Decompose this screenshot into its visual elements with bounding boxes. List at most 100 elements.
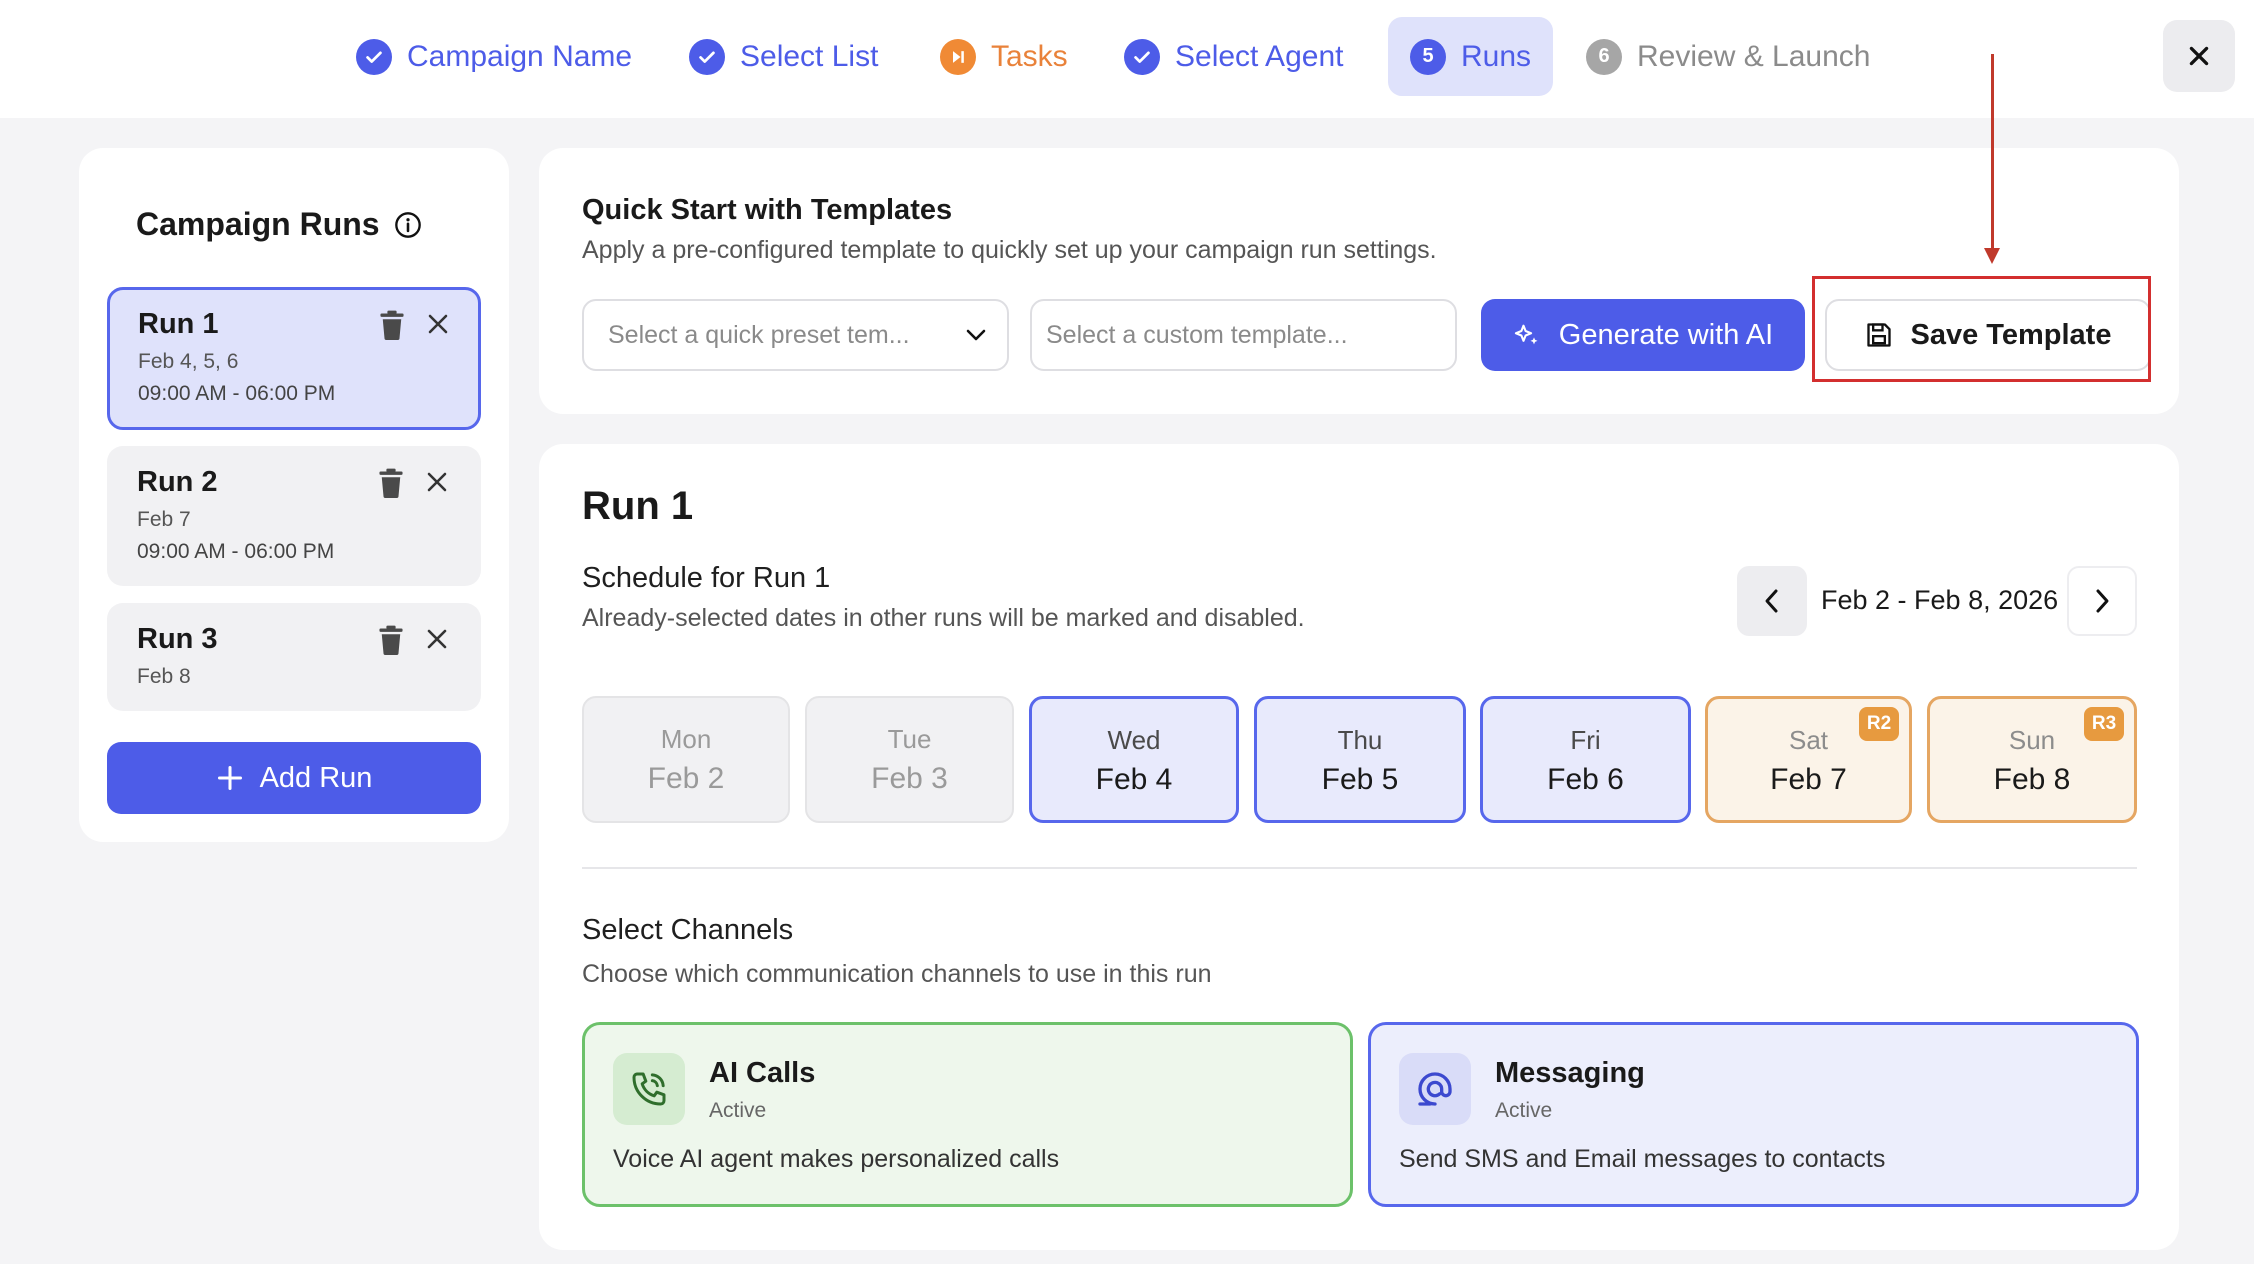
- chevron-down-icon: [966, 329, 986, 341]
- run-time: 09:00 AM - 06:00 PM: [137, 540, 335, 563]
- day-wed[interactable]: Wed Feb 4: [1029, 696, 1239, 823]
- day-date: Feb 8: [1993, 763, 2071, 796]
- day-date: Feb 4: [1095, 763, 1173, 796]
- day-name: Fri: [1570, 725, 1601, 755]
- day-date: Feb 5: [1321, 763, 1399, 796]
- add-run-button[interactable]: Add Run: [107, 742, 481, 814]
- step-select-list[interactable]: Select List: [689, 17, 878, 96]
- save-template-label: Save Template: [1910, 318, 2112, 351]
- close-icon[interactable]: [426, 312, 450, 336]
- panel-title-text: Campaign Runs: [136, 206, 380, 242]
- channel-ai-calls[interactable]: AI Calls Active Voice AI agent makes per…: [582, 1022, 1353, 1207]
- run-dates: Feb 8: [137, 665, 191, 688]
- day-sat: Sat Feb 7 R2: [1705, 696, 1912, 823]
- check-icon: [1124, 38, 1160, 75]
- channel-status: Active: [1495, 1099, 1553, 1122]
- schedule-subtitle: Already-selected dates in other runs wil…: [582, 604, 1305, 632]
- day-date: Feb 3: [871, 762, 948, 795]
- info-icon[interactable]: [394, 211, 422, 239]
- campaign-runs-panel: Campaign Runs Run 1 Feb 4, 5, 6 09:00 AM…: [79, 148, 509, 842]
- phone-call-icon: [613, 1053, 685, 1125]
- step-label: Select List: [740, 39, 879, 73]
- step-campaign-name[interactable]: Campaign Name: [356, 17, 632, 96]
- channel-status: Active: [709, 1099, 767, 1122]
- preset-template-placeholder: Select a quick preset tem...: [608, 320, 910, 349]
- check-icon: [689, 38, 725, 75]
- check-icon: [356, 38, 392, 75]
- step-runs[interactable]: 5 Runs: [1388, 17, 1554, 96]
- generate-with-ai-button[interactable]: Generate with AI: [1481, 299, 1805, 371]
- step-label: Runs: [1461, 39, 1532, 73]
- quick-start-templates-card: Quick Start with Templates Apply a pre-c…: [539, 148, 2179, 414]
- close-button[interactable]: [2163, 20, 2235, 92]
- step-label: Tasks: [991, 39, 1068, 73]
- run-dates: Feb 7: [137, 508, 191, 531]
- trash-icon[interactable]: [377, 625, 405, 655]
- channels-subtitle: Choose which communication channels to u…: [582, 960, 1212, 988]
- step-label: Review & Launch: [1637, 39, 1871, 73]
- step-select-agent[interactable]: Select Agent: [1124, 17, 1343, 96]
- floppy-disk-icon: [1866, 323, 1891, 347]
- channel-description: Voice AI agent makes personalized calls: [613, 1145, 1060, 1173]
- day-date: Feb 2: [647, 762, 725, 795]
- day-sun: Sun Feb 8 R3: [1927, 696, 2137, 823]
- run-title: Run 1: [582, 484, 694, 528]
- sparkle-icon: [1514, 324, 1538, 345]
- day-name: Mon: [660, 724, 712, 754]
- week-range: Feb 2 - Feb 8, 2026: [1821, 585, 2059, 615]
- close-icon[interactable]: [425, 470, 449, 494]
- run-card-3[interactable]: Run 3 Feb 8: [107, 603, 481, 711]
- channel-messaging[interactable]: Messaging Active Send SMS and Email mess…: [1368, 1022, 2139, 1207]
- day-fri[interactable]: Fri Feb 6: [1480, 696, 1691, 823]
- day-name: Thu: [1337, 725, 1383, 755]
- annotation-arrow-head: [1984, 248, 2000, 264]
- step-number: 5: [1410, 38, 1446, 75]
- run-dates: Feb 4, 5, 6: [138, 350, 239, 373]
- previous-week-button[interactable]: [1737, 566, 1807, 636]
- day-date: Feb 7: [1770, 763, 1847, 796]
- custom-template-placeholder: Select a custom template...: [1046, 320, 1348, 349]
- day-tue: Tue Feb 3: [805, 696, 1014, 823]
- channel-name: AI Calls: [709, 1057, 816, 1089]
- close-icon: [2189, 46, 2209, 66]
- annotation-arrow-line: [1991, 54, 1994, 254]
- channel-description: Send SMS and Email messages to contacts: [1399, 1145, 1886, 1173]
- annotation-highlight-box: [1812, 276, 2151, 382]
- step-label: Select Agent: [1175, 39, 1344, 73]
- run-card-1[interactable]: Run 1 Feb 4, 5, 6 09:00 AM - 06:00 PM: [107, 287, 481, 430]
- custom-template-select[interactable]: Select a custom template...: [1030, 299, 1457, 371]
- trash-icon[interactable]: [378, 310, 406, 340]
- skip-forward-icon: [940, 38, 976, 75]
- day-mon: Mon Feb 2: [582, 696, 790, 823]
- chevron-right-icon: [2096, 589, 2109, 613]
- at-sign-icon: [1399, 1053, 1471, 1125]
- divider: [582, 867, 2137, 869]
- run-name: Run 2: [137, 466, 218, 498]
- preset-template-select[interactable]: Select a quick preset tem...: [582, 299, 1009, 371]
- channels-title: Select Channels: [582, 914, 794, 946]
- run-name: Run 3: [137, 623, 218, 655]
- day-name: Sat: [1788, 725, 1829, 755]
- run-badge: R3: [2084, 707, 2124, 741]
- next-week-button[interactable]: [2067, 566, 2137, 636]
- templates-subtitle: Apply a pre-configured template to quick…: [582, 236, 1437, 264]
- run-detail-panel: Run 1 Schedule for Run 1 Already-selecte…: [539, 444, 2179, 1250]
- run-name: Run 1: [138, 308, 219, 340]
- close-icon[interactable]: [425, 627, 449, 651]
- run-card-2[interactable]: Run 2 Feb 7 09:00 AM - 06:00 PM: [107, 446, 481, 586]
- day-thu[interactable]: Thu Feb 5: [1254, 696, 1466, 823]
- day-name: Tue: [887, 724, 932, 754]
- day-date: Feb 6: [1547, 763, 1624, 796]
- step-review-launch[interactable]: 6 Review & Launch: [1586, 17, 1870, 96]
- save-template-button[interactable]: Save Template: [1825, 299, 2151, 371]
- add-run-label: Add Run: [259, 761, 373, 794]
- step-number: 6: [1586, 38, 1622, 75]
- plus-icon: [217, 765, 242, 791]
- channel-name: Messaging: [1495, 1057, 1645, 1089]
- step-label: Campaign Name: [407, 39, 633, 73]
- step-tasks[interactable]: Tasks: [940, 17, 1068, 96]
- run-time: 09:00 AM - 06:00 PM: [138, 382, 336, 405]
- day-name: Sun: [2008, 725, 2056, 755]
- panel-title: Campaign Runs: [136, 206, 422, 243]
- trash-icon[interactable]: [377, 468, 405, 498]
